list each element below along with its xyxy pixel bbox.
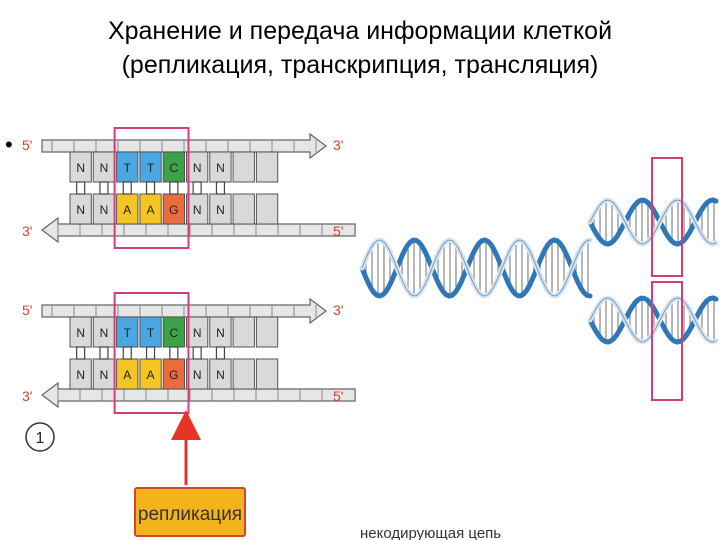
helix-strand [359, 237, 593, 299]
bottom-base-letter: G [169, 368, 178, 382]
top-base-extra [232, 151, 255, 183]
process-label-box: репликация [134, 487, 246, 537]
top-base-letter: C [170, 326, 179, 340]
bottom-three-prime: 3' [22, 388, 32, 404]
step-number-badge: 1 [25, 422, 55, 452]
hydrogen-bond [122, 346, 132, 360]
top-base-letter: N [216, 326, 225, 340]
top-base-extra [232, 316, 255, 348]
hydrogen-bond [215, 346, 226, 360]
bottom-base-letter: A [123, 368, 131, 382]
process-label: репликация [138, 504, 242, 525]
hydrogen-bond [76, 181, 86, 195]
hydrogen-bond [169, 346, 179, 360]
hydrogen-bond [192, 346, 202, 360]
top-base-letter: T [147, 326, 155, 340]
hydrogen-bond [122, 181, 132, 195]
highlight-frame [113, 127, 190, 249]
top-base-letter: N [100, 326, 109, 340]
bottom-base-letter: N [100, 368, 109, 382]
top-base-letter: N [76, 161, 85, 175]
hydrogen-bond [169, 181, 179, 195]
hydrogen-bond [145, 181, 156, 195]
helix-strand-outline [361, 239, 591, 297]
bottom-five-prime: 5' [333, 388, 343, 404]
dna-double-helix [359, 157, 719, 401]
top-base-letter: N [193, 326, 202, 340]
top-three-prime: 3' [333, 137, 343, 153]
bottom-five-prime: 5' [333, 223, 343, 239]
step-number: 1 [36, 430, 45, 447]
top-base-extra [255, 151, 279, 183]
top-base-letter: C [170, 161, 179, 175]
bottom-base-extra [255, 193, 279, 225]
bottom-base-letter: N [76, 368, 85, 382]
hydrogen-bond [99, 346, 109, 360]
bottom-base-extra [232, 358, 255, 390]
top-base-letter: N [100, 161, 109, 175]
helix-highlight-bottom [651, 281, 683, 401]
top-base-letter: T [124, 326, 132, 340]
slide-title: Хранение и передача информации клеткой (… [0, 14, 720, 82]
title-line-1: Хранение и передача информации клеткой [107, 17, 613, 45]
highlight-frame [113, 292, 190, 414]
bottom-base-extra [255, 358, 279, 390]
bottom-base-letter: G [169, 203, 178, 217]
hydrogen-bond [192, 181, 202, 195]
top-base-extra [255, 316, 279, 348]
bottom-base-letter: N [193, 368, 202, 382]
bottom-base-letter: N [193, 203, 202, 217]
top-base-letter: N [193, 161, 202, 175]
bottom-base-letter: N [216, 203, 225, 217]
bottom-base-extra [232, 193, 255, 225]
bottom-base-letter: N [100, 203, 109, 217]
bottom-base-letter: A [147, 203, 155, 217]
top-base-letter: N [76, 326, 85, 340]
bottom-caption: некодирующая цепь [360, 525, 501, 540]
top-base-letter: T [124, 161, 132, 175]
top-five-prime: 5' [22, 302, 32, 318]
hydrogen-bond [215, 181, 226, 195]
top-base-letter: N [216, 161, 225, 175]
bottom-base-letter: A [147, 368, 155, 382]
bottom-base-letter: N [216, 368, 225, 382]
hydrogen-bond [145, 346, 156, 360]
bottom-base-letter: N [76, 203, 85, 217]
hydrogen-bond [76, 346, 86, 360]
helix-highlight-top [651, 157, 683, 277]
bullet-point: • [5, 132, 13, 157]
hydrogen-bond [99, 181, 109, 195]
bottom-three-prime: 3' [22, 223, 32, 239]
top-base-letter: T [147, 161, 155, 175]
bottom-base-letter: A [123, 203, 131, 217]
top-three-prime: 3' [333, 302, 343, 318]
top-five-prime: 5' [22, 137, 32, 153]
title-line-2: (репликация, транскрипция, трансляция) [121, 51, 599, 79]
